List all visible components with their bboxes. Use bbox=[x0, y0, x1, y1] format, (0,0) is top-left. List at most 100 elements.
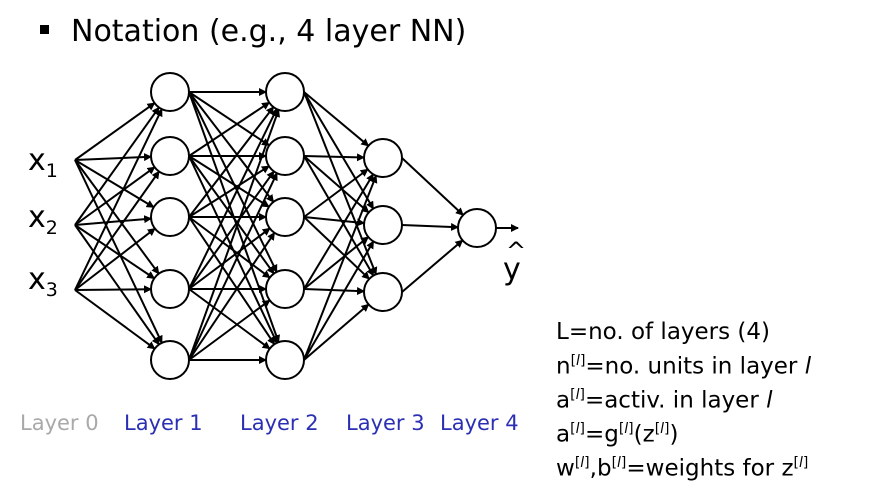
edge-l1-n3-to-l2-n1 bbox=[188, 170, 275, 290]
note-5-part-3: ] bbox=[584, 454, 590, 471]
edge-l2-n2-to-l3-n1 bbox=[303, 216, 366, 227]
note-3-part-2: l bbox=[575, 386, 580, 403]
edge-l0-n2-to-l1-n1 bbox=[74, 170, 160, 291]
edge-l2-n1-to-l3-n1 bbox=[303, 155, 370, 214]
note-line-5: w[l],b[l]=weights for z[l] bbox=[556, 449, 811, 483]
edge-l1-n3-to-l2-n0 bbox=[188, 108, 278, 290]
hat-symbol: ^ bbox=[506, 237, 527, 265]
note-2-part-5: l bbox=[804, 353, 812, 380]
note-2-part-3: ] bbox=[579, 352, 586, 369]
note-1-part-0: L=no. of layers (4) bbox=[556, 319, 771, 345]
note-4-part-11: ] bbox=[664, 420, 670, 437]
edge-l3-n1-to-l4-n0 bbox=[401, 222, 460, 231]
note-4-part-8: (z bbox=[633, 421, 655, 448]
edge-l0-n0-to-l1-n2 bbox=[74, 159, 155, 209]
note-2-part-2: l bbox=[576, 352, 580, 369]
neuron-layer4-unit1 bbox=[457, 208, 497, 248]
note-4-part-0: a bbox=[556, 421, 571, 448]
edge-l2-n3-to-l3-n2 bbox=[303, 287, 366, 296]
note-5-part-2: l bbox=[580, 454, 585, 471]
neuron-layer2-unit1 bbox=[265, 72, 305, 112]
note-4-part-4: =g bbox=[584, 421, 619, 448]
edge-l1-n4-to-l2-n2 bbox=[188, 231, 276, 361]
note-4-part-9: [ bbox=[654, 420, 661, 437]
input-label-x3: x3 bbox=[28, 262, 58, 301]
layer-label-4: Layer 4 bbox=[440, 411, 519, 435]
neuron-layer2-unit4 bbox=[265, 269, 305, 309]
edge-l1-n4-to-l2-n0 bbox=[188, 108, 280, 361]
neuron-layer3-unit1 bbox=[363, 138, 403, 178]
edge-l2-n2-to-l3-n0 bbox=[303, 168, 369, 218]
note-line-2: n[l]=no. units in layer l bbox=[556, 347, 811, 381]
edge-l2-n2-to-l3-n2 bbox=[303, 216, 370, 280]
connections bbox=[74, 88, 519, 364]
note-3-part-1: [ bbox=[570, 386, 576, 403]
neuron-layer2-unit3 bbox=[265, 197, 305, 237]
neuron-layer2-unit5 bbox=[265, 340, 305, 380]
note-2-part-0: n bbox=[556, 353, 571, 380]
notation-notes: L=no. of layers (4)n[l]=no. units in lay… bbox=[556, 318, 811, 483]
note-3-part-0: a bbox=[556, 387, 571, 414]
input-label-x1: x1 bbox=[28, 143, 58, 182]
layer-label-1: Layer 1 bbox=[124, 411, 203, 435]
header-bullet: Notation (e.g., 4 layer NN) bbox=[40, 14, 466, 49]
note-4-part-5: [ bbox=[618, 420, 625, 437]
edge-l1-n2-to-l2-n0 bbox=[188, 106, 275, 218]
bullet-icon bbox=[40, 25, 49, 34]
edge-l1-n2-to-l2-n4 bbox=[188, 216, 276, 346]
edge-l1-n0-to-l2-n3 bbox=[188, 91, 278, 273]
note-line-4: a[l]=g[l](z[l]) bbox=[556, 415, 811, 449]
input-label-x2: x2 bbox=[28, 200, 58, 239]
header-text: Notation (e.g., 4 layer NN) bbox=[71, 14, 467, 49]
edge-l3-n0-to-l4-n0 bbox=[401, 157, 464, 216]
edge-l0-n1-to-l1-n1 bbox=[74, 166, 156, 226]
edge-l1-n0-to-l2-n2 bbox=[188, 91, 275, 203]
edge-l1-n1-to-l2-n0 bbox=[188, 101, 271, 157]
edge-l0-n2-to-l1-n3 bbox=[74, 285, 153, 294]
edge-l0-n0-to-l1-n4 bbox=[74, 159, 163, 344]
edge-l2-n0-to-l3-n1 bbox=[303, 91, 375, 210]
note-4-part-6: l bbox=[624, 420, 629, 437]
note-5-part-8: =weights for z bbox=[626, 455, 794, 482]
note-4-part-2: l bbox=[575, 420, 580, 437]
note-5-part-0: w bbox=[556, 455, 575, 482]
neuron-layer1-unit2 bbox=[150, 136, 190, 176]
edge-l0-n1-to-l1-n4 bbox=[74, 224, 160, 346]
edge-l2-n3-to-l3-n1 bbox=[303, 236, 370, 290]
edge-l2-n4-to-l3-n1 bbox=[303, 240, 375, 361]
edge-l1-n3-to-l2-n4 bbox=[188, 288, 271, 350]
edge-l2-n0-to-l3-n0 bbox=[303, 91, 370, 147]
note-5-part-7: ] bbox=[620, 454, 627, 471]
note-3-part-5: l bbox=[766, 387, 773, 414]
edge-l0-n2-to-l1-n0 bbox=[74, 108, 163, 291]
note-5-part-5: [ bbox=[611, 454, 618, 471]
neuron-layer1-unit3 bbox=[150, 197, 190, 237]
note-5-part-4: ,b bbox=[589, 455, 612, 482]
note-2-part-1: [ bbox=[570, 352, 577, 369]
note-3-part-4: =activ. in layer bbox=[584, 387, 767, 414]
note-4-part-3: ] bbox=[579, 420, 585, 437]
edge-l0-n2-to-l1-n2 bbox=[74, 227, 156, 291]
note-5-part-10: l bbox=[798, 454, 803, 471]
edge-l2-n0-to-l3-n2 bbox=[303, 91, 378, 276]
note-3-part-3: ] bbox=[579, 386, 585, 403]
neuron-layer1-unit1 bbox=[150, 72, 190, 112]
edge-l3-n2-to-l4-n0 bbox=[401, 239, 464, 293]
edge-l0-n0-to-l1-n3 bbox=[74, 159, 160, 275]
neuron-layer1-unit5 bbox=[150, 340, 190, 380]
edge-l2-n3-to-l3-n0 bbox=[303, 173, 375, 290]
neurons bbox=[150, 72, 497, 380]
edge-l1-n4-to-l2-n3 bbox=[188, 299, 271, 361]
edge-l0-n1-to-l1-n0 bbox=[74, 106, 160, 226]
note-5-part-11: ] bbox=[802, 454, 809, 471]
layer-label-2: Layer 2 bbox=[240, 411, 319, 435]
edge-l0-n2-to-l1-n4 bbox=[74, 289, 156, 350]
neuron-layer2-unit2 bbox=[265, 136, 305, 176]
output-label-yhat: ^y bbox=[503, 237, 527, 287]
note-5-part-9: [ bbox=[793, 454, 799, 471]
note-2-part-4: =no. units in layer bbox=[585, 353, 805, 380]
neuron-layer3-unit2 bbox=[363, 205, 403, 245]
edge-l2-n4-to-l3-n0 bbox=[303, 174, 378, 361]
note-4-part-1: [ bbox=[570, 420, 576, 437]
